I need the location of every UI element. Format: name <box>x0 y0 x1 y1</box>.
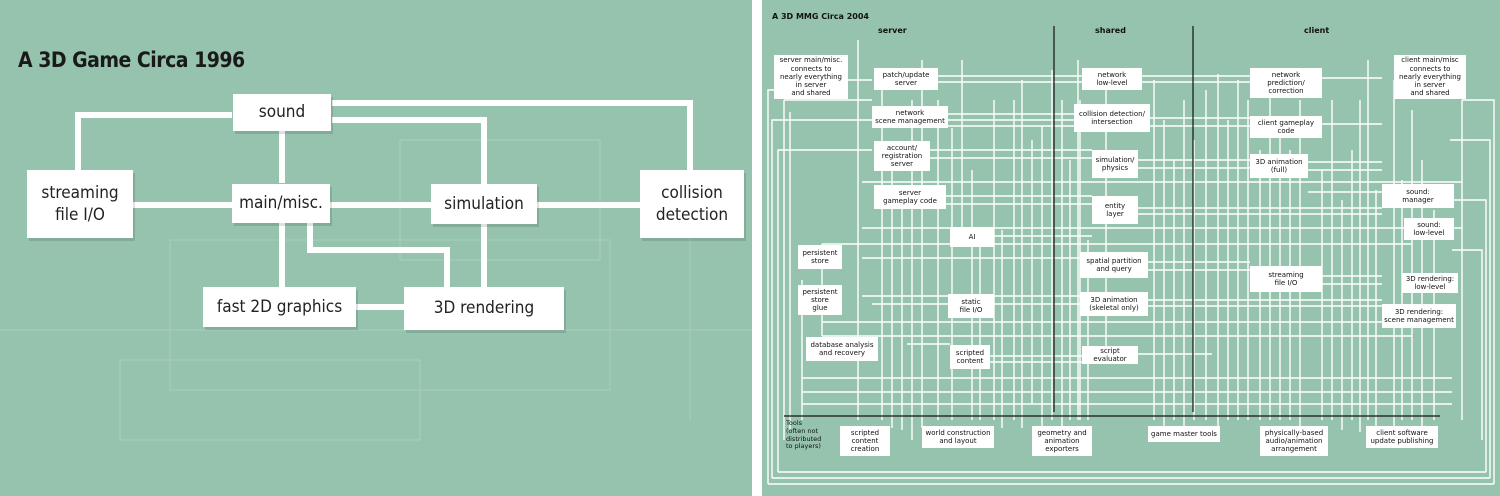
node-geometry-exporters: geometry and animation exporters <box>1032 426 1092 456</box>
left-diagram-panel: A 3D Game Circa 1996 sound streaming fil… <box>0 0 752 496</box>
node-3d-animation-full: 3D animation (full) <box>1250 154 1308 178</box>
diagram-title: A 3D MMG Circa 2004 <box>772 12 869 21</box>
node-client-main-misc: client main/misc connects to nearly ever… <box>1394 55 1466 99</box>
node-scripted-content: scripted content <box>950 345 990 369</box>
node-audio-animation-arrangement: physically-based audio/animation arrange… <box>1260 426 1328 456</box>
node-sound-low-level: sound: low-level <box>1404 218 1454 240</box>
node-persistent-store: persistent store <box>798 245 842 269</box>
node-simulation: simulation <box>431 184 537 224</box>
right-diagram-panel: A 3D MMG Circa 2004 server shared client… <box>762 0 1500 496</box>
node-sound-manager: sound: manager <box>1382 184 1454 208</box>
node-network-prediction: network prediction/ correction <box>1250 68 1322 98</box>
node-spatial-partition: spatial partition and query <box>1080 252 1148 278</box>
node-network-scene-management: network scene management <box>872 106 948 128</box>
column-header-client: client <box>1304 26 1330 35</box>
tools-label: Tools (often not distributed to players) <box>786 419 822 451</box>
node-client-gameplay-code: client gameplay code <box>1250 116 1322 138</box>
node-database-analysis: database analysis and recovery <box>806 337 878 361</box>
right-diagram-connectors <box>767 26 1495 485</box>
node-fast-2d-graphics: fast 2D graphics <box>203 287 356 327</box>
node-server-gameplay-code: server gameplay code <box>874 185 946 209</box>
node-patch-update-server: patch/update server <box>874 68 938 90</box>
node-scripted-content-creation: scripted content creation <box>840 426 890 456</box>
node-static-file-io: static file I/O <box>948 294 994 318</box>
node-game-master-tools: game master tools <box>1148 426 1220 442</box>
node-3d-rendering-scene-management: 3D rendering: scene management <box>1382 304 1456 328</box>
node-collision-intersection: collision detection/ intersection <box>1074 104 1150 132</box>
node-world-construction: world construction and layout <box>922 426 994 448</box>
node-account-registration-server: account/ registration server <box>874 141 930 171</box>
node-streaming-file-io: streaming file I/O <box>1250 266 1322 292</box>
node-entity-layer: entity layer <box>1092 196 1138 224</box>
node-server-main-misc: server main/misc. connects to nearly eve… <box>774 55 848 99</box>
node-3d-rendering: 3D rendering <box>404 287 564 330</box>
left-diagram-connectors <box>75 100 693 310</box>
node-script-evaluator: script evaluator <box>1082 346 1138 364</box>
node-3d-animation-skeletal: 3D animation (skeletal only) <box>1080 292 1148 316</box>
node-network-low-level: network low-level <box>1082 68 1142 90</box>
node-ai: AI <box>950 227 994 247</box>
node-main-misc: main/misc. <box>232 184 330 223</box>
column-header-server: server <box>878 26 907 35</box>
diagram-title: A 3D Game Circa 1996 <box>18 48 245 72</box>
node-3d-rendering-low-level: 3D rendering: low-level <box>1402 273 1458 293</box>
node-collision-detection: collision detection <box>640 170 744 238</box>
node-persistent-store-glue: persistent store glue <box>798 285 842 315</box>
node-client-software-update: client software update publishing <box>1366 426 1438 448</box>
node-simulation-physics: simulation/ physics <box>1092 150 1138 178</box>
node-sound: sound <box>233 94 331 131</box>
node-streaming-file-io: streaming file I/O <box>27 170 133 238</box>
column-header-shared: shared <box>1095 26 1126 35</box>
